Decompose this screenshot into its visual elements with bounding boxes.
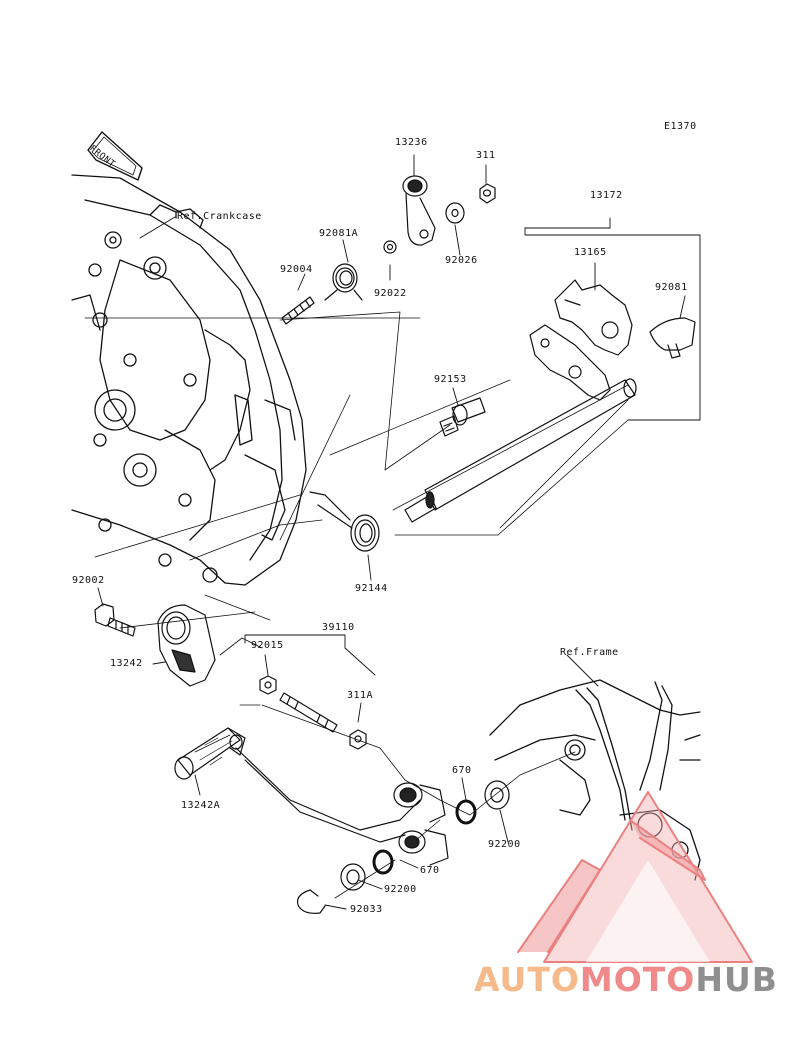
part-label[interactable]: 92153 bbox=[434, 374, 467, 385]
crankcase-drawing bbox=[71, 174, 307, 586]
part-92022-drawing bbox=[383, 240, 397, 254]
part-label[interactable]: 670 bbox=[420, 865, 440, 876]
part-13242A-drawing bbox=[174, 727, 421, 843]
part-label[interactable]: 311A bbox=[347, 690, 374, 701]
part-label[interactable]: 13242A bbox=[181, 800, 221, 811]
part-label[interactable]: 92004 bbox=[280, 264, 313, 275]
part-92015-drawing bbox=[259, 675, 277, 695]
watermark-wordmark: AUTOMOTOHUB bbox=[474, 960, 778, 1000]
part-label[interactable]: 92200 bbox=[488, 839, 521, 850]
part-label[interactable]: 311 bbox=[476, 150, 496, 161]
part-label[interactable]: 92015 bbox=[251, 640, 284, 651]
part-92033-drawing bbox=[296, 889, 326, 914]
frame-drawing bbox=[489, 679, 701, 881]
part-92200-drawing bbox=[340, 780, 510, 891]
part-92081A-drawing bbox=[324, 263, 363, 301]
part-13172-drawing bbox=[404, 324, 637, 523]
part-13236-drawing bbox=[402, 175, 436, 246]
part-label[interactable]: 92022 bbox=[374, 288, 407, 299]
part-92026-drawing bbox=[445, 202, 465, 224]
diagram-code: E1370 bbox=[664, 121, 697, 132]
part-92004-drawing bbox=[281, 296, 315, 325]
part-label[interactable]: 13172 bbox=[590, 190, 623, 201]
pedal-pivot-drawing bbox=[393, 782, 449, 866]
part-label[interactable]: 13236 bbox=[395, 137, 428, 148]
part-label[interactable]: 92033 bbox=[350, 904, 383, 915]
ref-frame-label: Ref.Frame bbox=[560, 647, 619, 658]
part-label[interactable]: 670 bbox=[452, 765, 472, 776]
part-label[interactable]: 92002 bbox=[72, 575, 105, 586]
part-label[interactable]: 92026 bbox=[445, 255, 478, 266]
part-92144-drawing bbox=[309, 491, 380, 552]
part-label[interactable]: 92081 bbox=[655, 282, 688, 293]
part-13165-drawing bbox=[554, 279, 633, 356]
part-92081-drawing bbox=[649, 317, 696, 359]
part-39110-drawing bbox=[279, 692, 338, 733]
part-label[interactable]: 39110 bbox=[322, 622, 355, 633]
part-label[interactable]: 92144 bbox=[355, 583, 388, 594]
part-label[interactable]: 13242 bbox=[110, 658, 143, 669]
part-670-drawing bbox=[372, 799, 477, 875]
watermark-part-moto: MOTO bbox=[579, 960, 696, 999]
watermark-part-hub: HUB bbox=[695, 960, 778, 999]
ref-crankcase-label: Ref.Crankcase bbox=[177, 211, 262, 222]
part-92153-drawing bbox=[439, 397, 486, 437]
watermark-logo-icon bbox=[517, 791, 753, 963]
watermark-part-auto: AUTO bbox=[474, 960, 580, 999]
front-arrow-icon bbox=[87, 131, 143, 181]
leader-lines bbox=[84, 154, 701, 910]
part-label[interactable]: 92081A bbox=[319, 228, 359, 239]
part-311-drawing bbox=[479, 183, 496, 204]
part-13242-drawing bbox=[157, 604, 216, 687]
part-label[interactable]: 13165 bbox=[574, 247, 607, 258]
part-label[interactable]: 92200 bbox=[384, 884, 417, 895]
part-311A-drawing bbox=[349, 729, 367, 750]
part-92002-drawing bbox=[94, 603, 136, 637]
